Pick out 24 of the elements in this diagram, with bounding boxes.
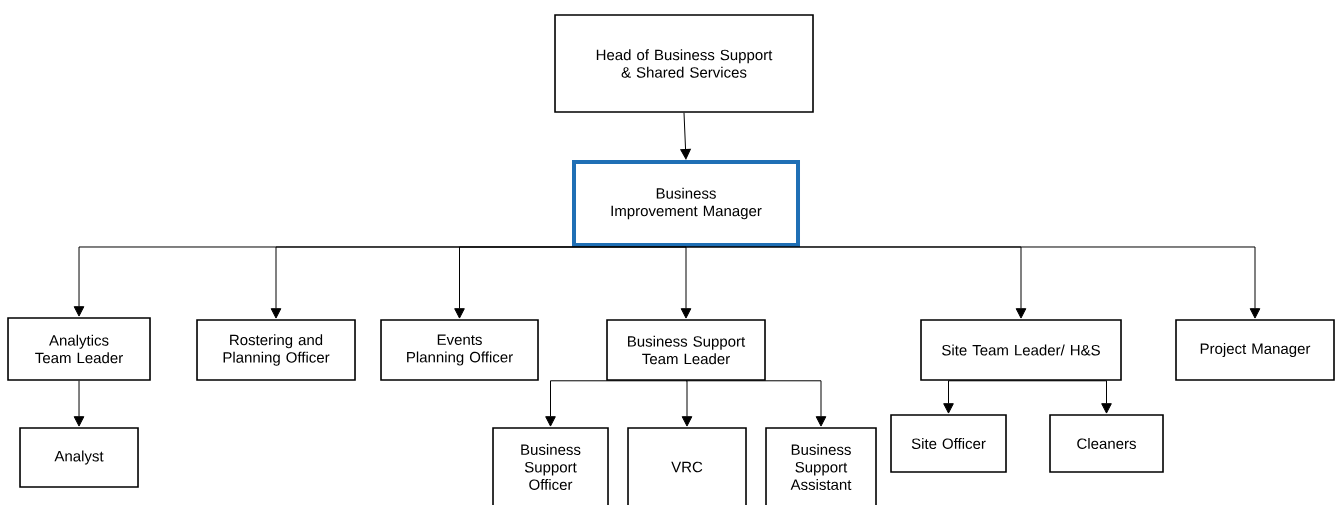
role-box: Site Team Leader/ H&S [920,319,1122,381]
role-box: Business Support Assistant [765,427,877,505]
role-box: Rostering and Planning Officer [196,319,356,381]
arrow [1020,380,1112,414]
arrow [685,380,827,427]
arrow [73,380,85,427]
role-box: Analyst [19,427,139,488]
arrow [685,246,1261,319]
arrow [454,246,687,319]
arrow [943,380,1022,414]
arrow [680,112,691,160]
role-box: Events Planning Officer [380,319,539,381]
arrow [545,380,687,427]
role-box: Head of Business Support & Shared Services [554,14,814,113]
role-box: Business Support Officer [492,427,609,505]
role-box: VRC [627,427,747,505]
role-box: Analytics Team Leader [7,317,151,381]
role-box: Project Manager [1175,319,1335,381]
role-box: Cleaners [1049,414,1164,473]
role-box: Site Officer [890,414,1007,473]
role-box: Business Improvement Manager [572,160,800,247]
arrow [680,246,692,319]
role-box: Business Support Team Leader [606,319,766,381]
arrow [681,380,693,427]
